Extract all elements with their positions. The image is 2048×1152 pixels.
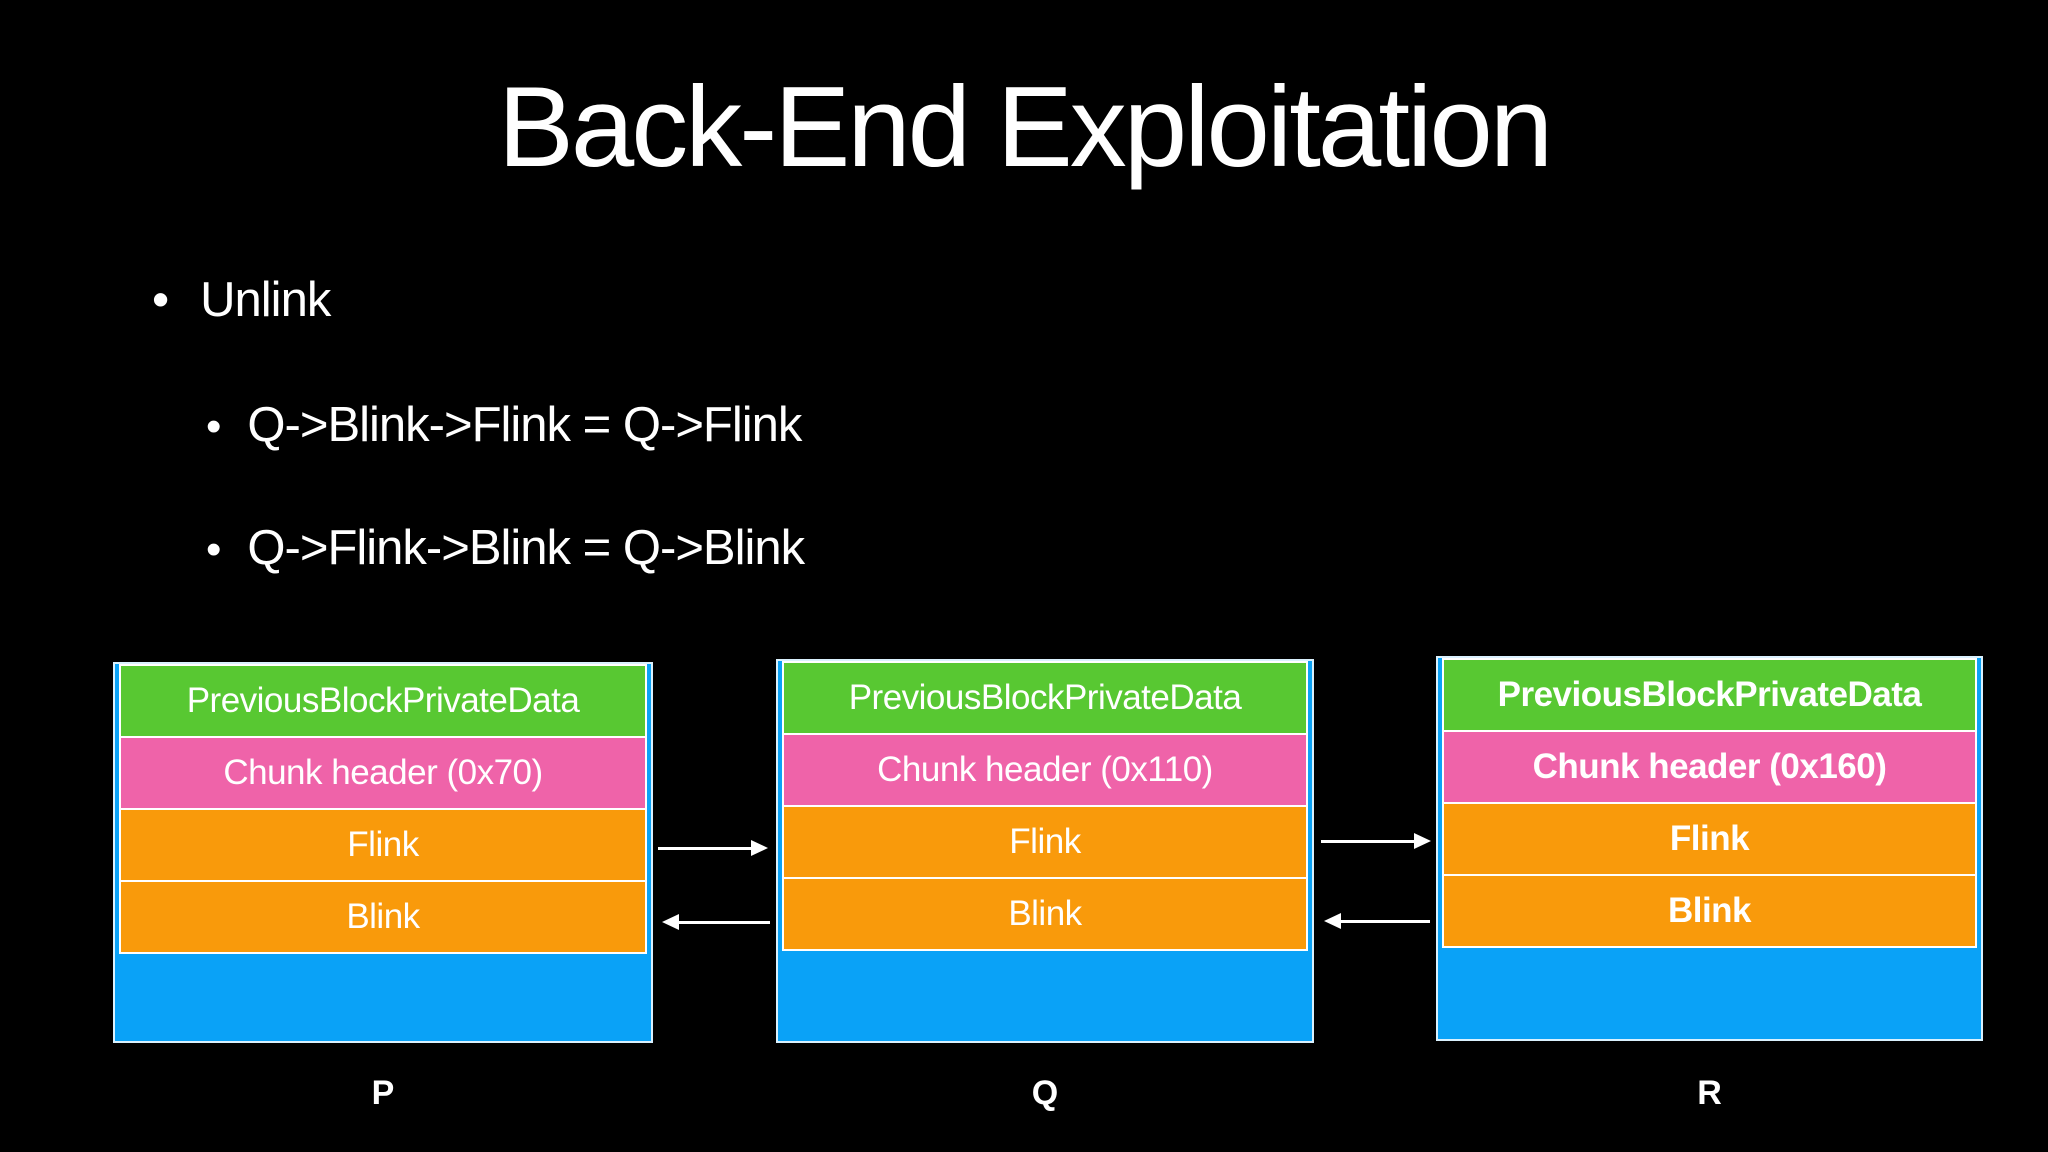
row-flink: Flink (119, 808, 647, 882)
arrow-line (1339, 920, 1430, 923)
heap-block-r: PreviousBlockPrivateData Chunk header (0… (1436, 656, 1983, 1041)
arrow-head-icon (1324, 913, 1341, 929)
arrow-line (1321, 840, 1416, 843)
heap-block-q-label: Q (1031, 1074, 1059, 1112)
row-flink: Flink (1442, 802, 1977, 876)
heap-block-r-label: R (1697, 1074, 1722, 1112)
arrow-line (677, 921, 770, 924)
bullet-text: Q->Flink->Blink = Q->Blink (247, 521, 805, 575)
bullet-dot: • (206, 402, 221, 451)
row-blink: Blink (782, 877, 1308, 951)
row-blink: Blink (1442, 874, 1977, 948)
row-previous-block-private-data: PreviousBlockPrivateData (1442, 658, 1977, 732)
heap-block-p: PreviousBlockPrivateData Chunk header (0… (113, 662, 653, 1043)
heap-block-q: PreviousBlockPrivateData Chunk header (0… (776, 659, 1314, 1043)
row-chunk-header: Chunk header (0x110) (782, 733, 1308, 807)
bullet-unlink: • Unlink (152, 272, 331, 328)
arrow-line (658, 847, 753, 850)
row-chunk-header: Chunk header (0x160) (1442, 730, 1977, 804)
arrow-head-icon (662, 914, 679, 930)
row-flink: Flink (782, 805, 1308, 879)
slide-title: Back-End Exploitation (497, 64, 1553, 191)
bullet-blink-flink: • Q->Blink->Flink = Q->Flink (206, 397, 802, 453)
arrow-flink-q-to-r (1321, 833, 1431, 850)
arrow-blink-q-to-p (662, 914, 770, 931)
arrow-head-icon (751, 840, 768, 856)
arrow-flink-p-to-q (658, 840, 768, 857)
arrow-blink-r-to-q (1324, 913, 1430, 930)
bullet-dot: • (152, 273, 169, 327)
bullet-text: Q->Blink->Flink = Q->Flink (247, 398, 802, 452)
bullet-flink-blink: • Q->Flink->Blink = Q->Blink (206, 520, 805, 576)
row-blink: Blink (119, 880, 647, 954)
row-chunk-header: Chunk header (0x70) (119, 736, 647, 810)
heap-block-p-label: P (371, 1074, 395, 1112)
bullet-text: Unlink (200, 273, 331, 327)
arrow-head-icon (1414, 833, 1431, 849)
bullet-dot: • (206, 525, 221, 574)
row-previous-block-private-data: PreviousBlockPrivateData (119, 664, 647, 738)
row-previous-block-private-data: PreviousBlockPrivateData (782, 661, 1308, 735)
